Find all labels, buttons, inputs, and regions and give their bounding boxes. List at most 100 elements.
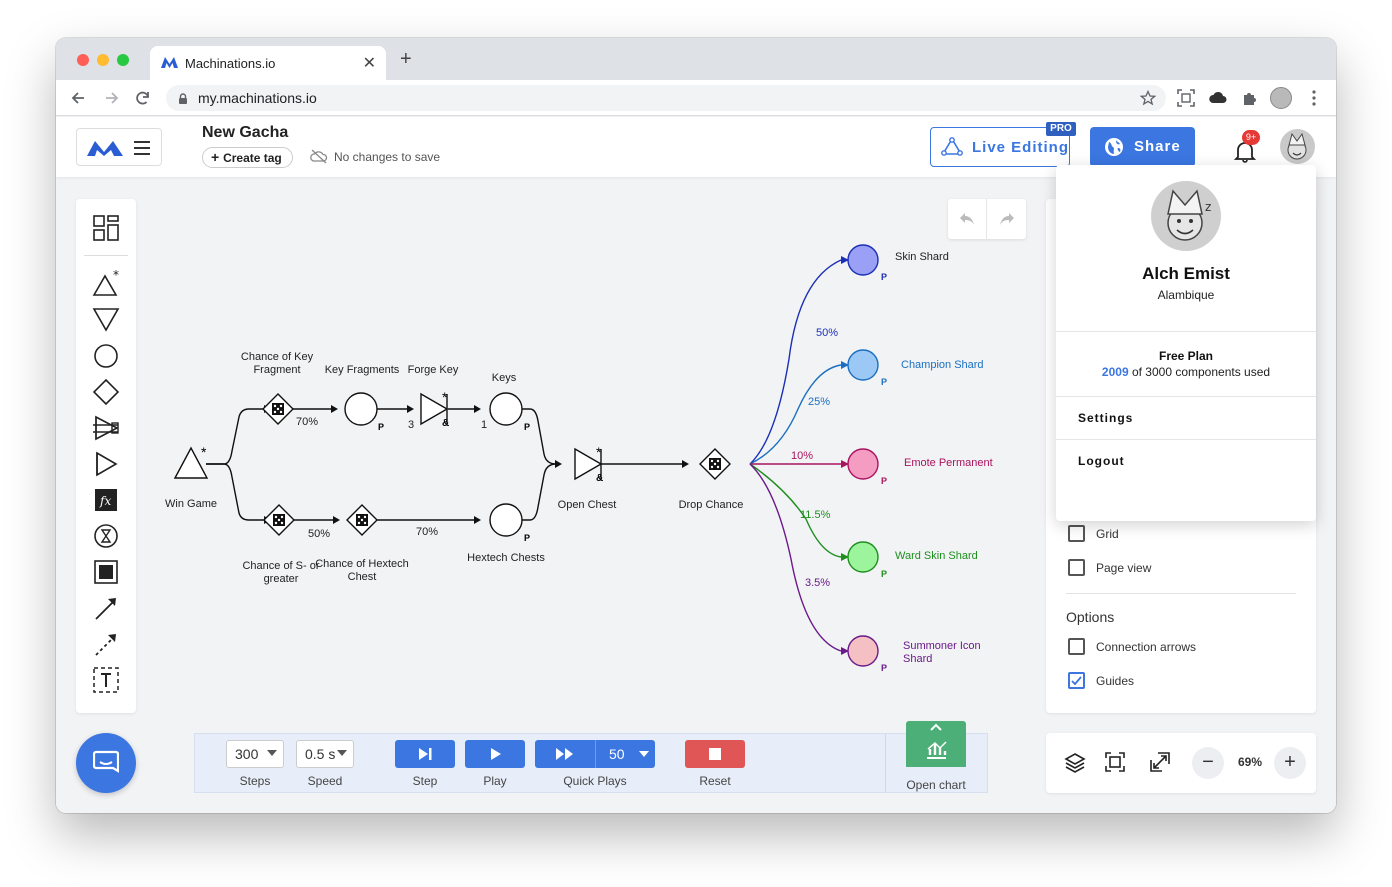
trader-tool-icon[interactable] bbox=[91, 449, 121, 479]
close-tab-icon[interactable]: ✕ bbox=[362, 55, 376, 72]
redo-icon[interactable] bbox=[998, 210, 1016, 228]
tab-strip: Machinations.io ✕ + bbox=[56, 38, 1336, 80]
key-fragments-pool[interactable] bbox=[344, 392, 378, 426]
tab-title: Machinations.io bbox=[185, 56, 276, 71]
quick-plays-caret-icon bbox=[639, 751, 649, 757]
create-tag-button[interactable]: + Create tag bbox=[202, 147, 293, 168]
share-button[interactable]: Share bbox=[1090, 127, 1195, 167]
browser-profile-avatar[interactable] bbox=[1270, 87, 1292, 109]
key-fragments-pool-marker: P bbox=[378, 422, 384, 432]
chance-key-fragment-gate[interactable] bbox=[262, 393, 294, 425]
open-chart-panel[interactable]: Open chart bbox=[886, 721, 988, 797]
chance-hextech-gate[interactable] bbox=[346, 504, 378, 536]
back-icon[interactable] bbox=[69, 88, 89, 108]
lock-icon bbox=[179, 93, 187, 104]
close-window-dot[interactable] bbox=[77, 54, 89, 66]
browser-tab[interactable]: Machinations.io ✕ bbox=[150, 46, 386, 80]
summoner-icon-label-line1: Summoner Icon bbox=[903, 640, 981, 652]
skin-shard-pool[interactable] bbox=[847, 244, 879, 276]
maximize-window-dot[interactable] bbox=[117, 54, 129, 66]
end-condition-icon[interactable] bbox=[91, 557, 121, 587]
delay-hourglass-icon[interactable] bbox=[91, 521, 121, 551]
project-title[interactable]: New Gacha bbox=[202, 124, 289, 141]
summoner-icon-pool-marker: P bbox=[881, 663, 887, 673]
reload-icon[interactable] bbox=[133, 88, 153, 108]
undo-icon[interactable] bbox=[958, 210, 976, 228]
settings-menu-item[interactable]: Settings bbox=[1078, 411, 1134, 425]
user-avatar[interactable] bbox=[1280, 129, 1315, 164]
grid-checkbox[interactable] bbox=[1068, 525, 1085, 542]
drain-tool-icon[interactable] bbox=[91, 305, 121, 335]
diagram-connections bbox=[206, 408, 682, 521]
library-grid-icon[interactable] bbox=[91, 213, 121, 243]
state-connection-icon[interactable] bbox=[91, 629, 121, 659]
open-chest-converter[interactable] bbox=[574, 447, 603, 481]
register-fx-icon[interactable]: fx bbox=[91, 485, 121, 515]
forward-icon[interactable] bbox=[101, 88, 121, 108]
win-game-source-node[interactable] bbox=[173, 446, 209, 479]
page-view-checkbox[interactable] bbox=[1068, 559, 1085, 576]
minimize-window-dot[interactable] bbox=[97, 54, 109, 66]
drop-chance-gate[interactable] bbox=[699, 448, 731, 480]
open-chart-button[interactable] bbox=[906, 721, 966, 767]
plan-usage-rest: of 3000 components used bbox=[1131, 365, 1271, 379]
ward-skin-arrowhead bbox=[841, 553, 849, 561]
connection-arrows-checkbox[interactable] bbox=[1068, 638, 1085, 655]
emote-permanent-pct: 10% bbox=[791, 450, 813, 462]
options-heading: Options bbox=[1066, 609, 1115, 625]
hamburger-menu-icon[interactable] bbox=[133, 140, 151, 156]
pool-tool-icon[interactable] bbox=[91, 341, 121, 371]
logo-menu-box[interactable] bbox=[76, 128, 162, 166]
address-bar[interactable]: my.machinations.io bbox=[166, 85, 1166, 111]
bookmark-star-icon[interactable] bbox=[1140, 90, 1156, 106]
quick-plays-label: Quick Plays bbox=[563, 774, 627, 788]
keys-pool-marker: P bbox=[524, 422, 530, 432]
emote-permanent-pool[interactable] bbox=[847, 448, 879, 480]
reset-button[interactable] bbox=[685, 740, 745, 768]
screenshot-icon[interactable] bbox=[1176, 88, 1196, 108]
layers-icon[interactable] bbox=[1064, 752, 1086, 774]
speed-select[interactable]: 0.5 s bbox=[296, 740, 354, 768]
champion-shard-connection[interactable] bbox=[749, 364, 842, 465]
source-tool-icon[interactable]: * bbox=[91, 269, 121, 299]
plan-name: Free Plan bbox=[1158, 349, 1214, 363]
skin-shard-connection[interactable] bbox=[749, 259, 842, 465]
champion-shard-pool[interactable] bbox=[847, 349, 879, 381]
zoom-out-button[interactable]: − bbox=[1192, 747, 1224, 779]
quick-plays-count-select[interactable]: 50 bbox=[595, 740, 655, 768]
cloud-extension-icon[interactable] bbox=[1208, 88, 1228, 108]
resource-connection-icon[interactable] bbox=[91, 593, 121, 623]
view-controls: − 69% + bbox=[1046, 733, 1316, 793]
ward-skin-pool[interactable] bbox=[847, 541, 879, 573]
drop-chance-label: Drop Chance bbox=[679, 499, 744, 511]
hextech-chests-label: Hextech Chests bbox=[467, 552, 545, 564]
chance-s-gate[interactable] bbox=[263, 504, 295, 536]
ward-skin-connection[interactable] bbox=[749, 463, 842, 558]
diagram-canvas[interactable]: * Win Game Chance of Key Fragment 70% P … bbox=[146, 199, 1046, 719]
forge-key-converter[interactable] bbox=[420, 392, 449, 426]
guides-checkbox[interactable] bbox=[1068, 672, 1085, 689]
play-button[interactable] bbox=[465, 740, 525, 768]
save-status-text: No changes to save bbox=[334, 150, 441, 164]
browser-menu-icon[interactable] bbox=[1304, 88, 1324, 108]
summoner-icon-connection[interactable] bbox=[749, 463, 842, 652]
fullscreen-icon[interactable] bbox=[1149, 751, 1171, 773]
summoner-icon-pool[interactable] bbox=[847, 635, 879, 667]
new-tab-button[interactable]: + bbox=[400, 48, 412, 70]
zoom-in-button[interactable]: + bbox=[1274, 747, 1306, 779]
text-label-icon[interactable] bbox=[91, 665, 121, 695]
hextech-chests-pool[interactable] bbox=[489, 503, 523, 537]
create-tag-label: Create tag bbox=[223, 151, 282, 165]
extensions-puzzle-icon[interactable] bbox=[1240, 88, 1260, 108]
chance-s-label-line2: greater bbox=[264, 573, 299, 585]
step-button[interactable] bbox=[395, 740, 455, 768]
logout-menu-item[interactable]: Logout bbox=[1078, 454, 1125, 468]
chat-support-button[interactable] bbox=[76, 733, 136, 793]
converter-tool-icon[interactable] bbox=[91, 413, 121, 443]
profile-name: Alch Emist bbox=[1142, 264, 1230, 283]
gate-tool-icon[interactable] bbox=[91, 377, 121, 407]
quick-play-button[interactable] bbox=[535, 740, 595, 768]
keys-pool[interactable] bbox=[489, 392, 523, 426]
fit-to-screen-icon[interactable] bbox=[1104, 751, 1126, 773]
steps-select[interactable]: 300 bbox=[226, 740, 284, 768]
